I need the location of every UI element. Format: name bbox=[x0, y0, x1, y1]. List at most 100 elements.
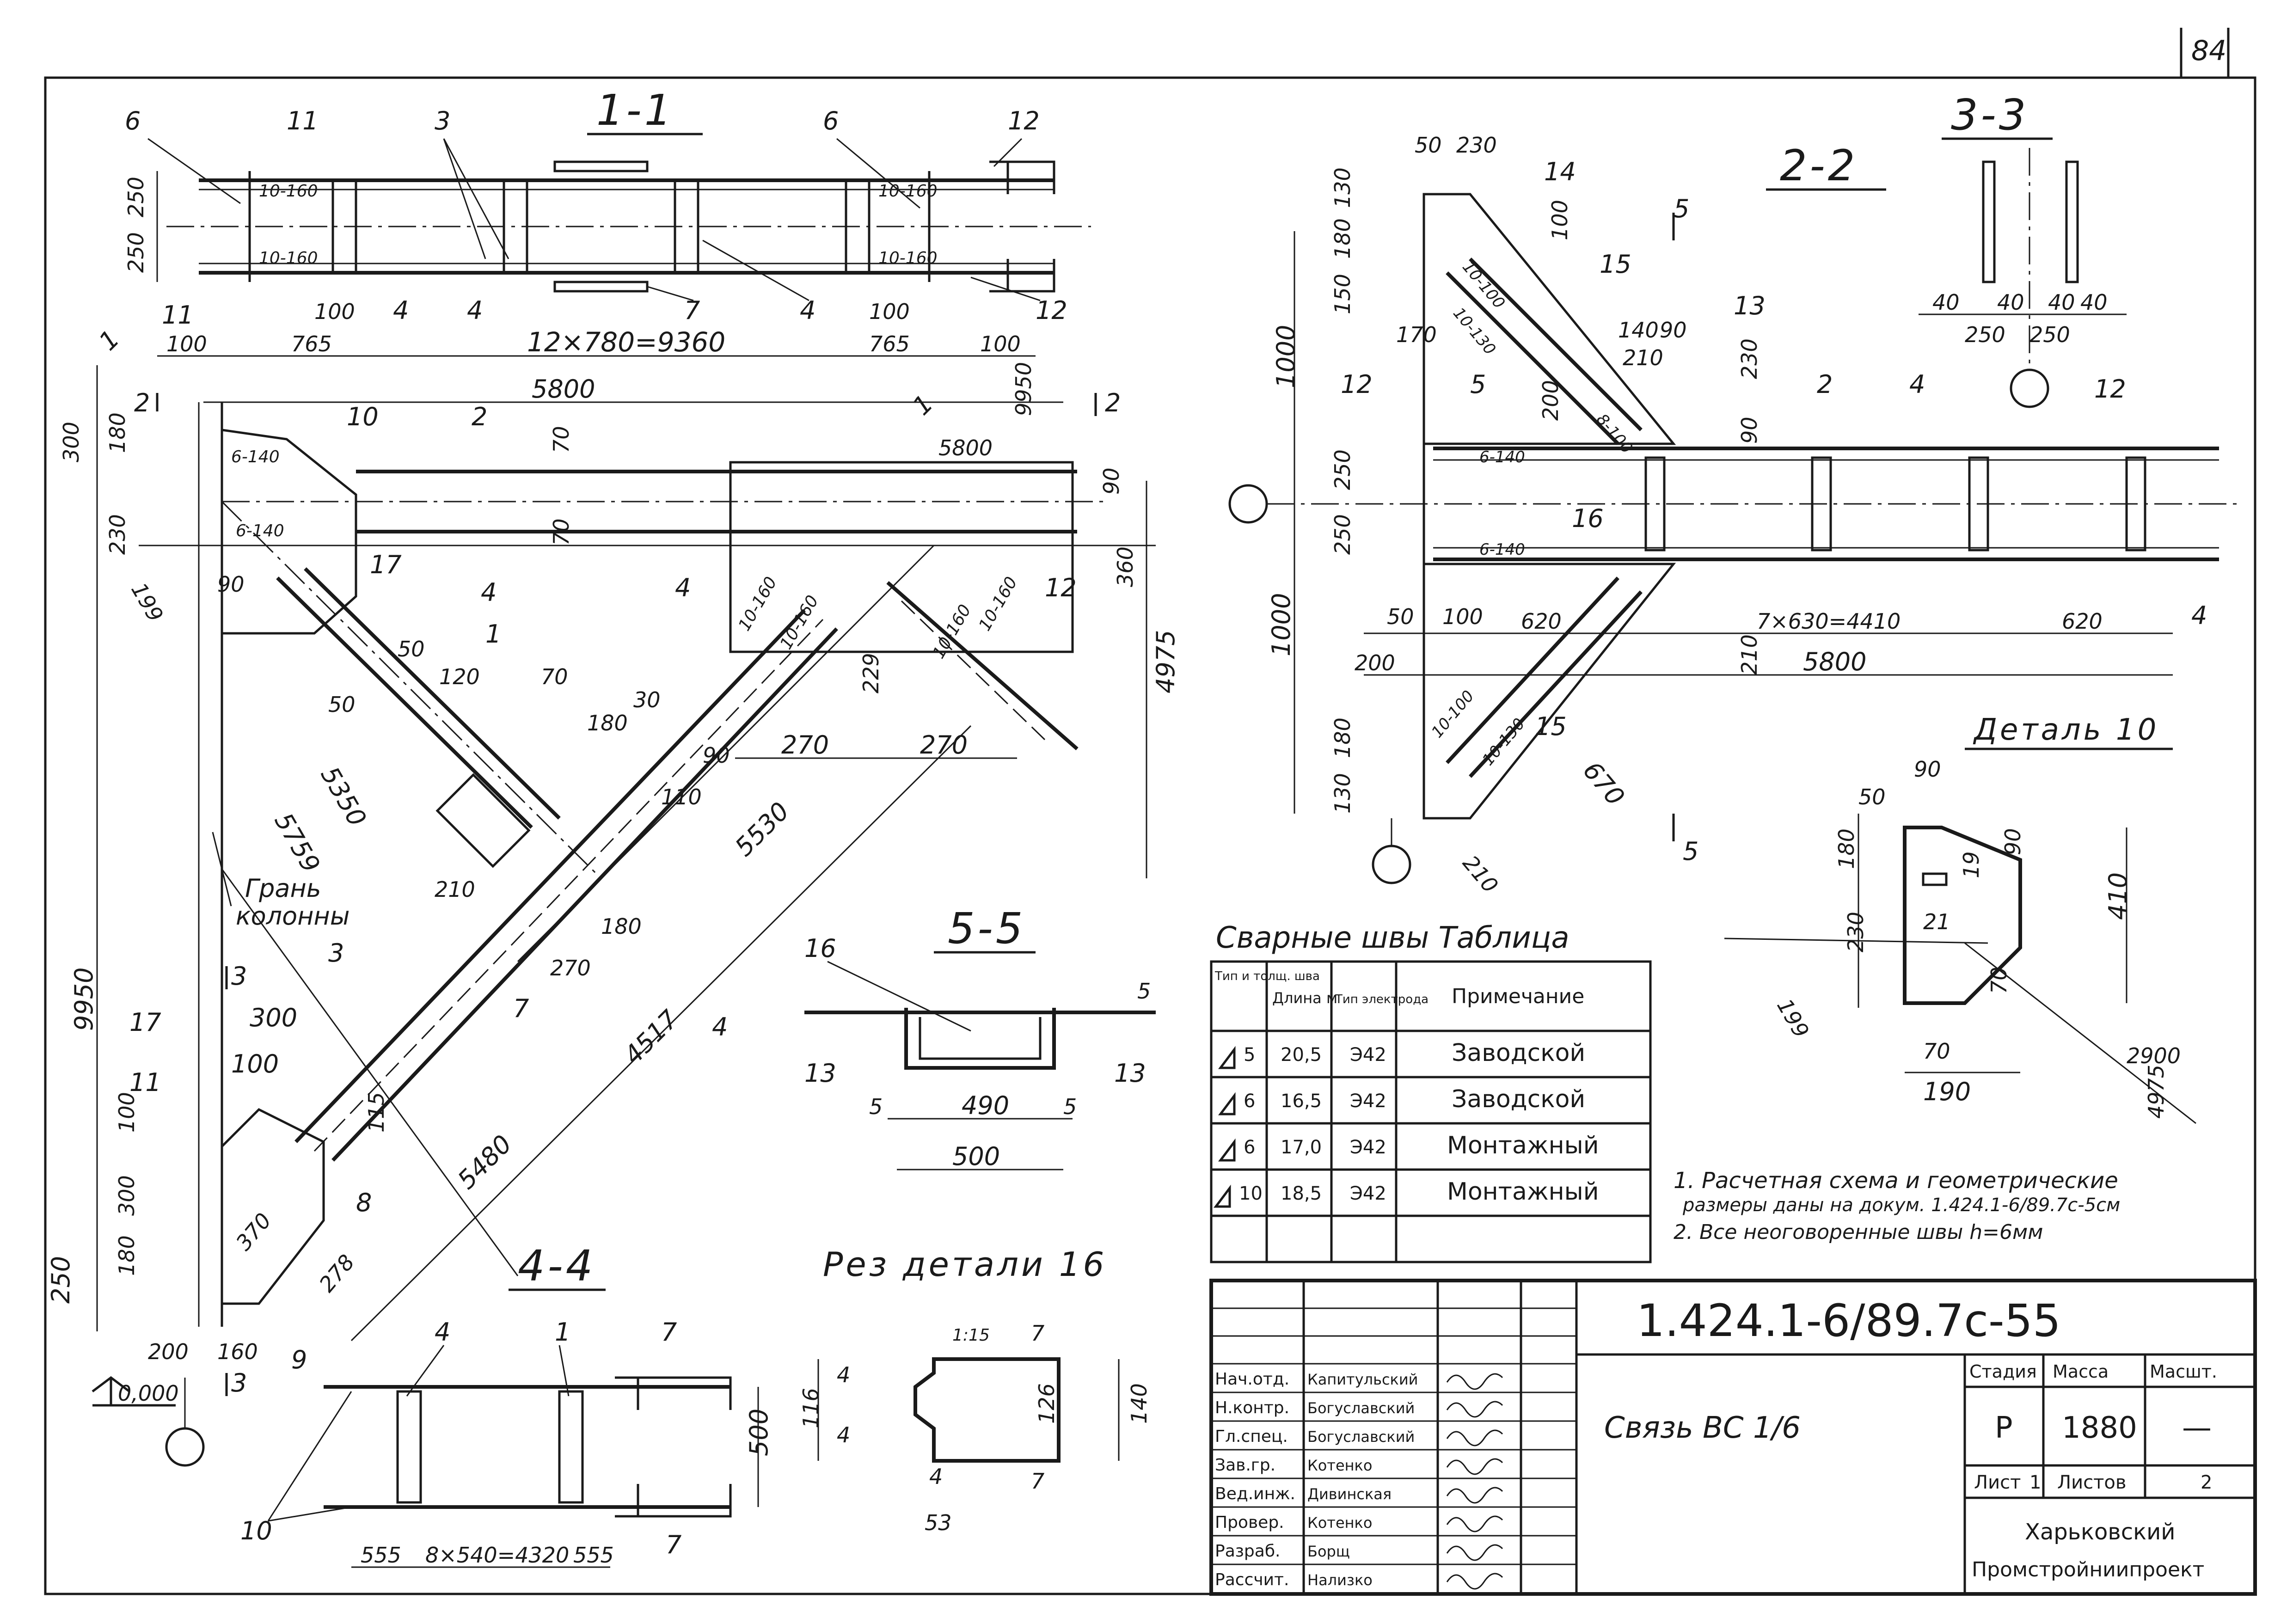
dim-250-3-3-a: 250 bbox=[1965, 322, 2005, 347]
weld-row-3-electrode: Э42 bbox=[1350, 1137, 1386, 1158]
weld-row-4-type: 10 bbox=[1239, 1183, 1263, 1204]
bolts-10-160-main-a: 10-160 bbox=[735, 574, 781, 634]
bolts-10-160-d: 10-160 bbox=[878, 249, 938, 268]
section-title-4-4: 4-4 bbox=[518, 1241, 595, 1291]
dim-100-2-2-b: 100 bbox=[1442, 604, 1483, 629]
bolts-10-100-b: 10-100 bbox=[1428, 687, 1478, 742]
notes: 1. Расчетная схема и геометрические разм… bbox=[1674, 1168, 2120, 1244]
diagonal-upper-axis bbox=[221, 501, 602, 879]
staff-name-5: Дивинская bbox=[1307, 1485, 1392, 1503]
dim-270-b: 270 bbox=[920, 730, 968, 760]
mark-4-4-4: 4 bbox=[435, 1318, 450, 1347]
dim-70-b: 70 bbox=[549, 518, 574, 545]
dim-50-2-2-b: 50 bbox=[1387, 604, 1414, 629]
dim-555-a: 555 bbox=[361, 1543, 401, 1568]
mark-16-5-5: 16 bbox=[804, 934, 836, 963]
dim-5759: 5759 bbox=[269, 808, 325, 878]
title-block: Нач.отд. Капитульский Н.контр. Богуславс… bbox=[1209, 1279, 2257, 1596]
section-1-1-channel-top bbox=[989, 160, 1055, 194]
section-title-5-5: 5-5 bbox=[948, 904, 1025, 953]
dim-50-2-2: 50 bbox=[1415, 133, 1442, 158]
mark-8-main: 8 bbox=[356, 1188, 372, 1217]
leader-1-4-4 bbox=[558, 1345, 570, 1397]
section-1-1: 1-1 250 250 100 765 100 12×780=9360 100 … bbox=[123, 86, 1091, 358]
staff-name-2: Богуславский bbox=[1307, 1399, 1415, 1417]
weld-symbol-4 bbox=[1214, 1184, 1231, 1208]
dim-70-a: 70 bbox=[549, 426, 574, 453]
weld-symbol-2 bbox=[1218, 1092, 1236, 1115]
sheet-label: Лист bbox=[1974, 1472, 2021, 1493]
cut-mark-2-top: 2 bbox=[134, 388, 150, 417]
diagonal-right-b bbox=[901, 600, 1046, 741]
dim-250-top: 250 bbox=[123, 177, 148, 217]
dim-180-top: 180 bbox=[105, 412, 130, 453]
dim-199-d10: 199 bbox=[1772, 994, 1814, 1042]
dim-100-lower: 100 bbox=[231, 1049, 279, 1079]
dim-90-2-2: 90 bbox=[1660, 318, 1687, 343]
section-2-2-stiffener-2 bbox=[1811, 456, 1832, 552]
signature-7 bbox=[1446, 1544, 1503, 1561]
mark-1-main: 1 bbox=[485, 619, 501, 649]
detail-10-plate bbox=[1903, 826, 2022, 1005]
dim-9950-main: 9950 bbox=[69, 968, 98, 1031]
dim-210-2-2: 210 bbox=[1623, 345, 1663, 370]
leader-7 bbox=[647, 286, 694, 301]
dim-270-c: 270 bbox=[550, 956, 591, 981]
staff-role-8: Рассчит. bbox=[1215, 1570, 1289, 1589]
dim-90-top: 90 bbox=[217, 572, 245, 597]
cut-mark-4: 4 bbox=[712, 1012, 728, 1042]
section-title-1-1: 1-1 bbox=[596, 86, 674, 135]
level-0-000: 0,000 bbox=[118, 1381, 179, 1406]
dim-100-right: 100 bbox=[980, 331, 1021, 356]
leader-column-face bbox=[212, 832, 232, 907]
dim-5800-2-2: 5800 bbox=[1803, 647, 1866, 676]
dim-670: 670 bbox=[1577, 756, 1631, 811]
dim-170-2-2: 170 bbox=[1396, 322, 1437, 347]
detail-10-axis bbox=[1724, 938, 1988, 944]
dim-278: 278 bbox=[314, 1250, 360, 1297]
dim-100-inner-left: 100 bbox=[314, 299, 355, 324]
dim-200-2-2: 200 bbox=[1538, 380, 1563, 421]
mark-3-1-1: 3 bbox=[435, 106, 450, 135]
dim-90-right: 90 bbox=[1099, 467, 1124, 495]
dim-90b-d10: 90 bbox=[2000, 828, 2025, 855]
mark-4-b: 4 bbox=[467, 296, 483, 325]
mark-14: 14 bbox=[1544, 157, 1576, 186]
weld-row-2-note: Заводской bbox=[1452, 1085, 1585, 1113]
dim-130-2-2: 130 bbox=[1330, 167, 1355, 208]
dim-765-right: 765 bbox=[869, 331, 910, 356]
section-4-4-stiffener-2 bbox=[558, 1390, 584, 1504]
signature-6 bbox=[1446, 1515, 1503, 1532]
bolts-10-160-a: 10-160 bbox=[259, 182, 318, 201]
section-1-1-stiffener-3 bbox=[674, 179, 699, 274]
weld-row-4-length: 18,5 bbox=[1281, 1183, 1322, 1204]
dim-7-b: 7 bbox=[1031, 1469, 1044, 1494]
bolts-6-140-b: 6-140 bbox=[236, 521, 284, 540]
org-line-1: Харьковский bbox=[2025, 1519, 2175, 1545]
cut-mark-5-top: 5 bbox=[1674, 194, 1689, 223]
mark-15-bottom: 15 bbox=[1535, 712, 1567, 741]
staff-list: Нач.отд. Капитульский Н.контр. Богуславс… bbox=[1215, 1370, 1418, 1589]
diagonal-upper-b bbox=[304, 567, 561, 820]
dim-4-a: 4 bbox=[837, 1362, 850, 1387]
axis-bubble-2-2-bottom bbox=[1372, 845, 1411, 884]
section-2-2-upper-brace-b bbox=[1469, 257, 1643, 431]
dim-5480-line bbox=[350, 725, 972, 1342]
staff-role-1: Нач.отд. bbox=[1215, 1370, 1289, 1389]
dim-90-d10: 90 bbox=[1914, 757, 1941, 782]
stage-value: Р bbox=[1995, 1411, 2013, 1445]
section-2-2-lower-brace-b bbox=[1469, 590, 1643, 778]
signature-1 bbox=[1446, 1373, 1503, 1390]
dim-555-b: 555 bbox=[573, 1543, 614, 1568]
mark-15-top: 15 bbox=[1600, 250, 1631, 279]
detail-10-axis-b bbox=[1964, 942, 2196, 1124]
mark-10-top: 10 bbox=[347, 402, 379, 431]
weld-row-3-type: 6 bbox=[1244, 1137, 1255, 1158]
dim-250-bottom: 250 bbox=[123, 232, 148, 273]
dim-230-d10: 230 bbox=[1843, 912, 1868, 952]
mark-12-main: 12 bbox=[1045, 573, 1077, 602]
weld-table-header-4: Примечание bbox=[1452, 985, 1584, 1008]
right-gusset-box bbox=[729, 461, 1074, 653]
staff-name-7: Борщ bbox=[1307, 1543, 1350, 1560]
dim-7-a: 7 bbox=[1031, 1321, 1044, 1346]
